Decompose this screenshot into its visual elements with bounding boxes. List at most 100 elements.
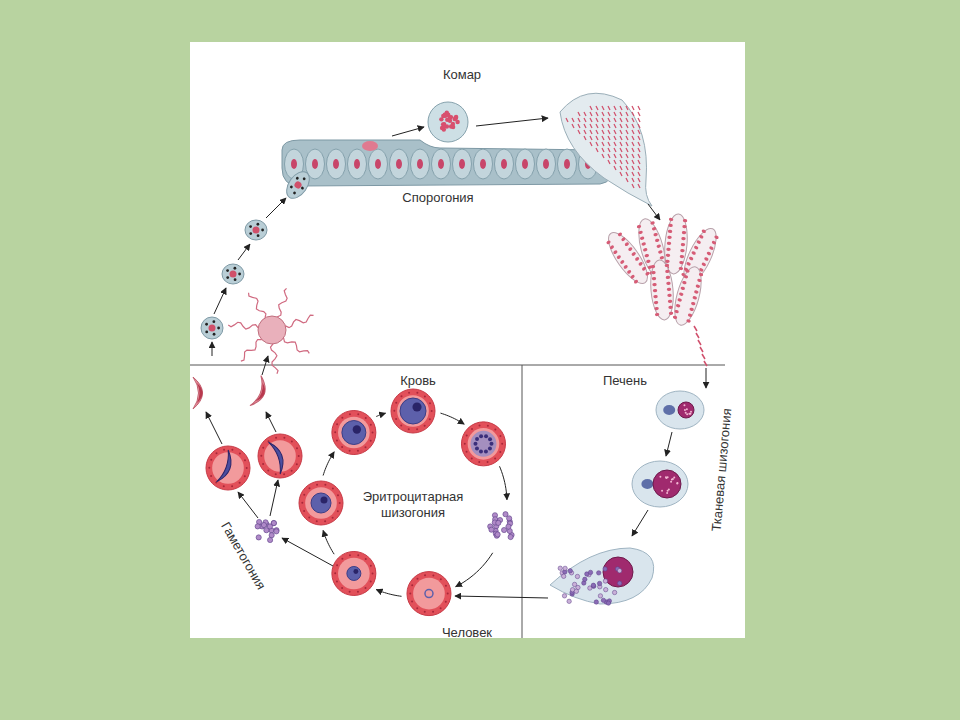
schuffner-dot bbox=[370, 424, 372, 426]
pigment bbox=[295, 176, 299, 180]
sporozoite bbox=[602, 142, 604, 146]
parasite bbox=[342, 421, 366, 445]
sporozoite bbox=[638, 112, 640, 116]
cycle-arrow bbox=[456, 553, 493, 587]
gland-cell bbox=[686, 319, 691, 323]
arrow bbox=[706, 368, 707, 388]
liver-cell bbox=[656, 391, 704, 429]
erythrocyte bbox=[332, 411, 376, 455]
merozoite bbox=[601, 598, 605, 602]
sporozoite bbox=[590, 136, 592, 140]
sporozoite bbox=[620, 148, 622, 152]
ookinete-nucleus bbox=[209, 325, 216, 332]
pigment bbox=[226, 276, 229, 279]
gland-cell bbox=[658, 250, 663, 254]
erythrocyte bbox=[258, 434, 302, 478]
schuffner-dot bbox=[440, 578, 442, 580]
schuffner-dot bbox=[291, 441, 293, 443]
schuffner-dot bbox=[336, 564, 338, 566]
sporozoite bbox=[602, 118, 604, 122]
ookinete-body bbox=[222, 264, 244, 284]
sporozoite bbox=[584, 118, 586, 122]
sporozoite bbox=[626, 166, 628, 170]
gut-cell bbox=[390, 149, 409, 179]
gland-cell bbox=[696, 240, 701, 245]
merozoite bbox=[508, 534, 513, 539]
cycle-arrow bbox=[376, 590, 401, 597]
gland-cell bbox=[641, 266, 646, 271]
arrow bbox=[476, 118, 548, 126]
merozoite bbox=[561, 574, 565, 578]
schuffner-dot bbox=[283, 473, 285, 475]
schuffner-dot bbox=[395, 402, 397, 404]
nuclei bbox=[672, 478, 674, 480]
sporozoite bbox=[584, 130, 586, 134]
nuclei bbox=[676, 482, 678, 484]
sporoblast bbox=[442, 124, 446, 128]
sporozoite bbox=[608, 130, 610, 134]
schuffner-dot bbox=[337, 510, 339, 512]
gland-cell bbox=[681, 237, 686, 241]
sporozoite bbox=[626, 118, 628, 122]
schuffner-dot bbox=[494, 428, 496, 430]
sporozoite bbox=[596, 124, 598, 128]
ookinete-nucleus bbox=[230, 271, 237, 278]
sporozoite bbox=[602, 106, 604, 110]
ring-stage bbox=[425, 590, 433, 598]
sporozoite bbox=[626, 148, 628, 152]
sporozoite bbox=[694, 326, 697, 331]
pigment bbox=[226, 269, 229, 272]
region-label: Гаметогония bbox=[217, 519, 269, 592]
merozoite bbox=[261, 522, 266, 527]
sporozoite bbox=[638, 166, 640, 170]
nuclei bbox=[688, 413, 690, 415]
sporozoite bbox=[620, 130, 622, 134]
sporozoite bbox=[614, 160, 616, 164]
sporozoite bbox=[596, 112, 598, 116]
cell-nucleus bbox=[375, 159, 381, 169]
schuffner-dot bbox=[411, 601, 413, 603]
nuclei bbox=[690, 411, 692, 413]
macrogametocyte bbox=[193, 377, 203, 409]
merozoite bbox=[503, 512, 508, 517]
gland-cell bbox=[669, 312, 674, 316]
sporozoite bbox=[596, 106, 598, 110]
sporozoite bbox=[704, 361, 707, 366]
gland-cell bbox=[706, 251, 711, 256]
gametocyte bbox=[269, 439, 288, 474]
nuclei bbox=[668, 489, 670, 491]
flagellum bbox=[285, 315, 313, 328]
erythrocyte-rim bbox=[461, 422, 505, 466]
cell-nucleus bbox=[396, 159, 402, 169]
erythrocyte bbox=[391, 389, 435, 433]
arrow bbox=[262, 356, 268, 375]
schuffner-dot bbox=[223, 485, 225, 487]
sporozoite bbox=[578, 118, 580, 122]
gland-cell bbox=[626, 269, 631, 274]
sporozoite bbox=[608, 106, 610, 110]
lobe-outline bbox=[648, 259, 675, 321]
microgametocyte bbox=[258, 316, 286, 344]
gland-cell bbox=[633, 279, 638, 284]
schuffner-dot bbox=[349, 450, 351, 452]
sporoblast bbox=[453, 117, 457, 121]
lobe-outline bbox=[670, 264, 707, 328]
merozoite bbox=[479, 434, 483, 438]
cycle-arrow bbox=[323, 530, 334, 554]
gland-cell bbox=[655, 313, 660, 317]
gland-cell bbox=[630, 274, 635, 279]
gland-cell bbox=[669, 218, 674, 222]
sporozoite bbox=[572, 124, 574, 128]
merozoite bbox=[488, 447, 492, 451]
sporozoite bbox=[632, 130, 634, 134]
gut-cell bbox=[474, 149, 493, 179]
arrow bbox=[455, 596, 548, 598]
schuffner-dot bbox=[424, 611, 426, 613]
ookinete-body bbox=[282, 168, 314, 203]
arrow bbox=[206, 412, 222, 444]
nuclei bbox=[661, 490, 663, 492]
flagellum bbox=[249, 293, 266, 318]
schuffner-dot bbox=[416, 428, 418, 430]
gland-cell bbox=[698, 273, 703, 277]
gland-cell bbox=[606, 240, 611, 245]
